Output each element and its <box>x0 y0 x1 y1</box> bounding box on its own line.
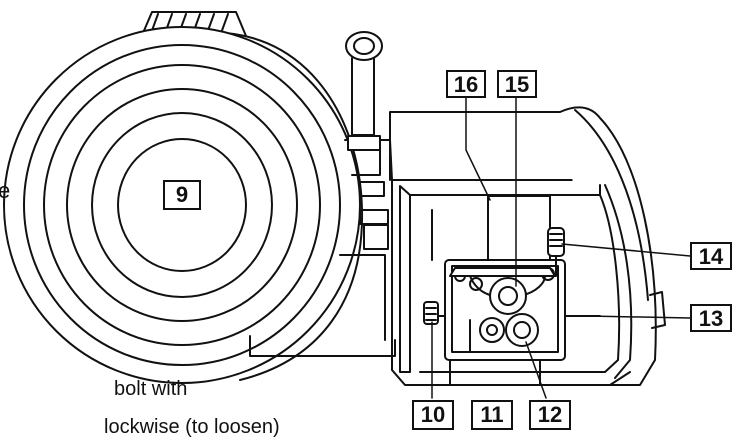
handle-post <box>345 31 383 151</box>
cut-text-fragment: e <box>0 178 11 203</box>
upper-drive-roll <box>489 277 527 315</box>
callout-10: 10 <box>412 400 454 430</box>
callout-14: 14 <box>690 242 732 270</box>
side-cover <box>559 106 657 386</box>
instruction-line-2: lockwise (to loosen) <box>104 416 280 438</box>
callout-11: 11 <box>471 400 513 430</box>
lower-drive-roll <box>479 313 539 347</box>
instruction-line-1: bolt with <box>114 378 188 400</box>
bolt <box>423 301 439 325</box>
component-16-bracket <box>487 195 551 261</box>
leader-lines <box>431 95 691 399</box>
callout-13: 13 <box>690 304 732 332</box>
cabinet-frame <box>391 179 631 386</box>
rear-clip <box>649 291 666 329</box>
tension-knob <box>547 227 565 277</box>
callout-16: 16 <box>446 70 486 98</box>
callout-12: 12 <box>529 400 571 430</box>
callout-9: 9 <box>163 180 201 210</box>
callout-15: 15 <box>497 70 537 98</box>
